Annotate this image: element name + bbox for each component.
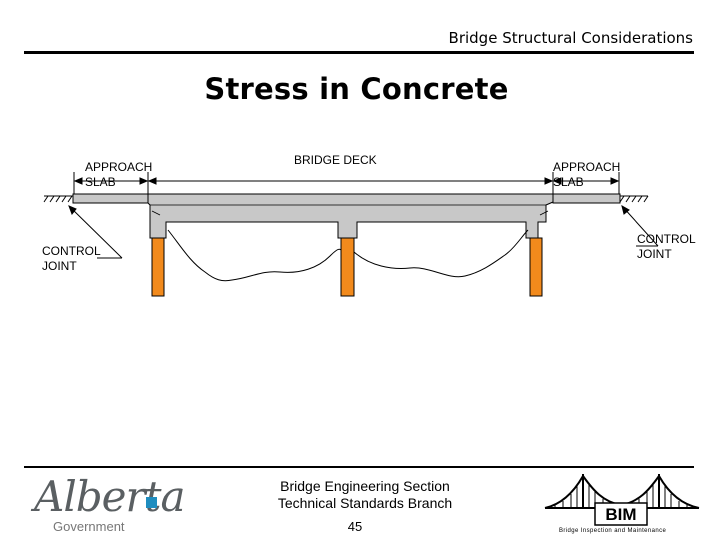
footer-rule: [24, 466, 694, 468]
bridge-diagram: [43, 172, 659, 297]
dimension-lines: [73, 172, 620, 196]
label-control-joint-right: CONTROL JOINT: [637, 232, 696, 261]
footer-section: Bridge Engineering Section: [280, 478, 450, 494]
label-approach-slab-right: APPROACH SLAB: [553, 160, 621, 189]
label-bridge-deck: BRIDGE DECK: [294, 153, 377, 167]
ground-profile: [167, 229, 529, 282]
logo-subtitle: Government: [53, 519, 125, 534]
label-control-joint-left: CONTROL JOINT: [42, 244, 101, 273]
bim-mark: BIM: [605, 505, 636, 524]
logo-wordmark: Alberta: [34, 472, 185, 521]
header-title: Bridge Structural Considerations: [448, 29, 693, 47]
footer-branch: Technical Standards Branch: [277, 495, 453, 511]
bridge-deck: [147, 193, 554, 239]
bim-logo: BIM: [544, 474, 700, 526]
header-rule: [24, 51, 694, 54]
approach-slab-left: [72, 193, 149, 204]
approach-slab-right: [552, 193, 621, 204]
pier-right: [529, 237, 543, 297]
pier-middle: [340, 237, 355, 297]
pier-left: [151, 237, 165, 297]
logo-accent-square: [146, 497, 157, 508]
page-number: 45: [347, 519, 363, 534]
ground-hatch: [43, 195, 649, 203]
bim-caption: Bridge Inspection and Maintenance: [559, 528, 667, 534]
label-approach-slab-left: APPROACH SLAB: [85, 160, 153, 189]
slide-title: Stress in Concrete: [204, 72, 509, 106]
